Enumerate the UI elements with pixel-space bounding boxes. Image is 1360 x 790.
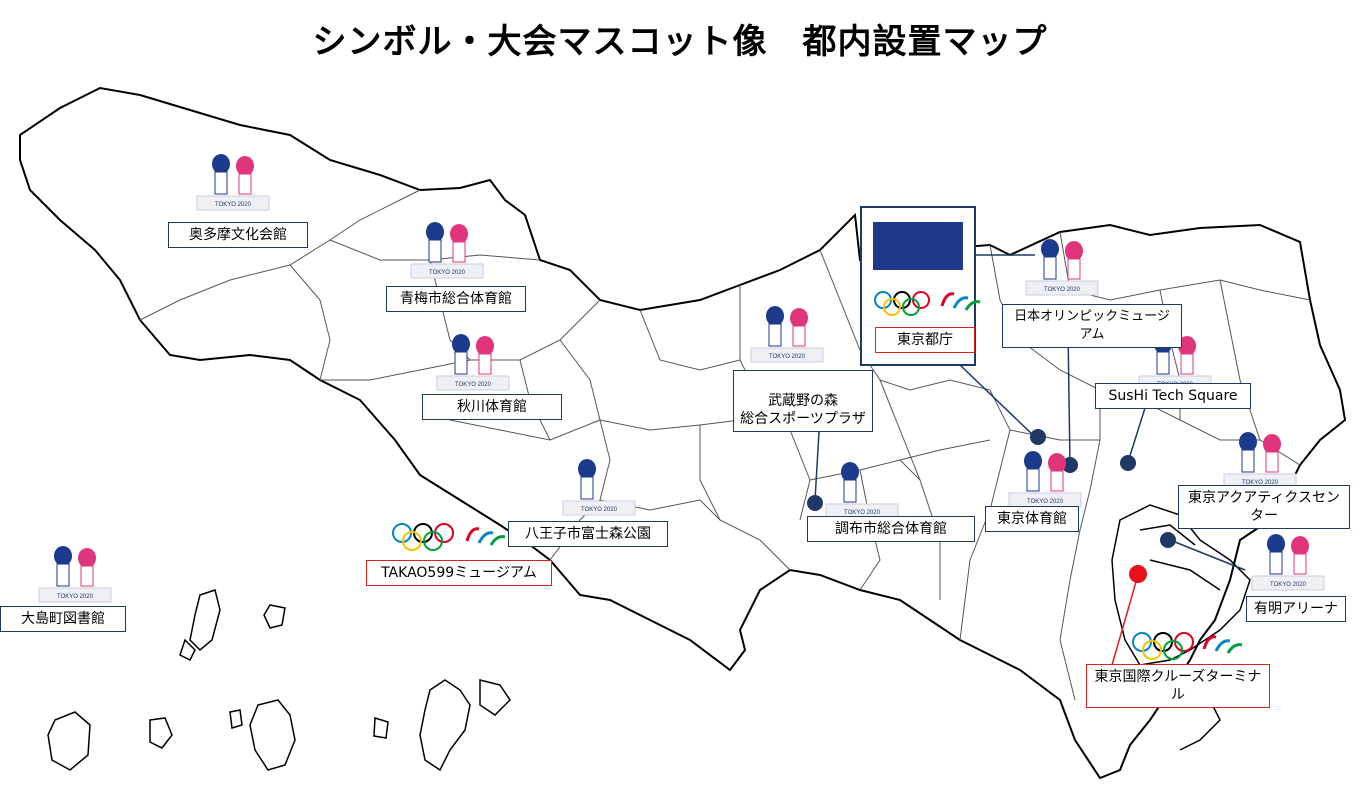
svg-text:TOKYO 2020: TOKYO 2020 xyxy=(581,507,618,513)
label-tocho: 東京都庁 xyxy=(875,327,975,353)
svg-text:TOKYO 2020: TOKYO 2020 xyxy=(455,382,492,388)
islands xyxy=(47,589,511,772)
mascot-statue-icon: TOKYO 2020 xyxy=(825,462,899,519)
label-hachioji: 八王子市富士森公園 xyxy=(508,521,668,547)
connectors xyxy=(814,254,1246,666)
svg-text:TOKYO 2020: TOKYO 2020 xyxy=(215,202,252,208)
label-sushi: SusHi Tech Square xyxy=(1095,383,1251,409)
label-cruise: 東京国際クルーズターミナル xyxy=(1086,664,1270,708)
mascot-statue-icon: TOKYO 2020 xyxy=(1223,432,1297,489)
marker-sushi xyxy=(1120,455,1136,471)
label-taiikukan: 東京体育館 xyxy=(985,506,1079,532)
label-aquatics: 東京アクアティクスセンター xyxy=(1178,485,1350,529)
label-musashino-text: 武蔵野の森 総合スポーツプラザ xyxy=(740,393,866,427)
mascot-statue-icon: TOKYO 2020 xyxy=(410,222,484,279)
tocho-banner xyxy=(873,222,963,270)
olympic-rings-icon xyxy=(874,291,930,316)
svg-text:TOKYO 2020: TOKYO 2020 xyxy=(769,354,806,360)
label-takao: TAKAO599ミュージアム xyxy=(366,560,552,586)
svg-text:TOKYO 2020: TOKYO 2020 xyxy=(844,510,881,516)
label-ome: 青梅市総合体育館 xyxy=(386,286,526,312)
paralympic-agitos-icon xyxy=(940,292,981,311)
marker-chofu xyxy=(807,495,823,511)
label-okutama: 奥多摩文化会館 xyxy=(168,222,308,248)
label-akigawa: 秋川体育館 xyxy=(422,394,562,420)
label-ariake: 有明アリーナ xyxy=(1246,596,1346,622)
mascot-statue-icon: TOKYO 2020 xyxy=(750,306,824,363)
olympic-rings-icon xyxy=(392,523,454,551)
mascot-statue-icon: TOKYO 2020 xyxy=(1025,239,1099,296)
label-musashino: 武蔵野の森 総合スポーツプラザ xyxy=(733,370,873,432)
paralympic-agitos-icon xyxy=(1202,635,1243,654)
mascot-statue-icon: TOKYO 2020 xyxy=(38,546,112,603)
olympic-rings-icon xyxy=(1132,632,1194,660)
map-title: シンボル・大会マスコット像 都内設置マップ xyxy=(312,22,1048,62)
paralympic-agitos-icon xyxy=(465,527,506,546)
svg-text:TOKYO 2020: TOKYO 2020 xyxy=(1027,499,1064,505)
marker-taiikukan xyxy=(1030,429,1046,445)
mascot-statue-icon: TOKYO 2020 xyxy=(1251,534,1325,591)
tokyo-boundary xyxy=(19,86,1347,780)
label-chofu: 調布市総合体育館 xyxy=(807,516,975,542)
svg-text:TOKYO 2020: TOKYO 2020 xyxy=(57,594,94,600)
svg-text:TOKYO 2020: TOKYO 2020 xyxy=(1270,582,1307,588)
mascot-statue-icon: TOKYO 2020 xyxy=(562,459,636,516)
marker-aquatics xyxy=(1160,532,1176,548)
marker-cruise xyxy=(1129,565,1147,583)
svg-text:TOKYO 2020: TOKYO 2020 xyxy=(429,270,466,276)
label-oshima: 大島町図書館 xyxy=(0,606,126,632)
mascot-statue-icon: TOKYO 2020 xyxy=(196,154,270,211)
label-olympic: 日本オリンピックミュージアム xyxy=(1002,304,1182,348)
mascot-statue-icon: TOKYO 2020 xyxy=(436,334,510,391)
mascot-statue-icon: TOKYO 2020 xyxy=(1008,451,1082,508)
marker-olympic xyxy=(1062,457,1078,473)
svg-text:TOKYO 2020: TOKYO 2020 xyxy=(1242,480,1279,486)
svg-text:TOKYO 2020: TOKYO 2020 xyxy=(1044,287,1081,293)
